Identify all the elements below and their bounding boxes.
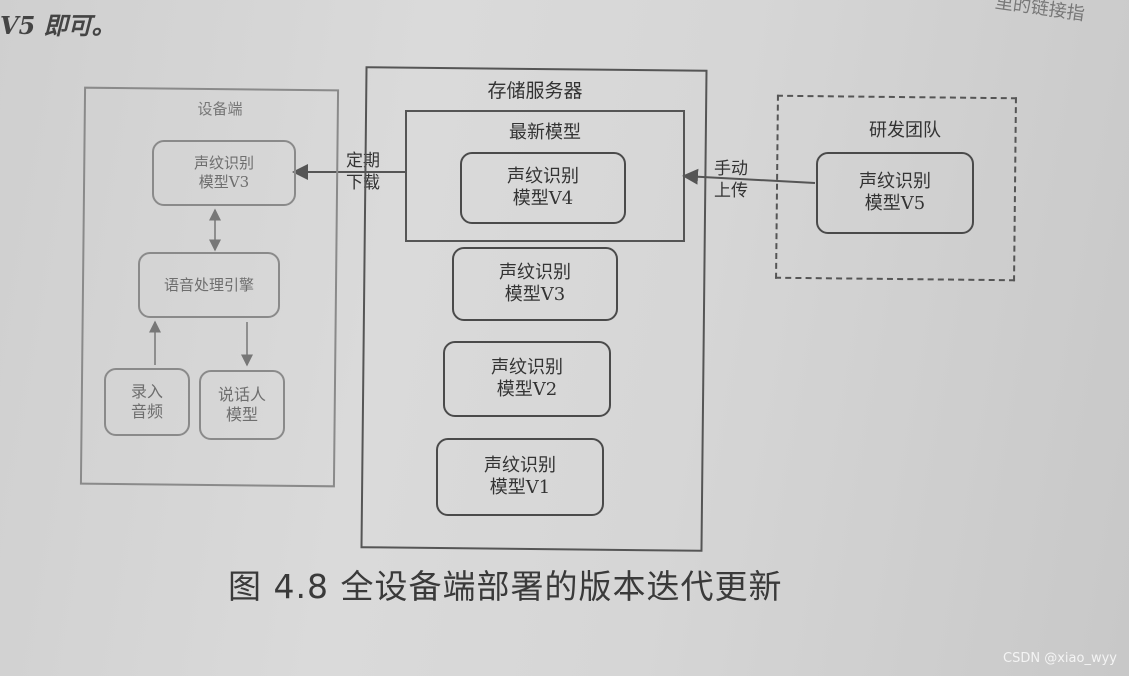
v2-line1: 声纹识别 (491, 356, 563, 378)
v2-line2: 模型V2 (496, 379, 558, 400)
device-model-v3: 声纹识别 模型V3 (152, 140, 296, 206)
figure-caption: 图 4.8 全设备端部署的版本迭代更新 (228, 567, 783, 606)
model-v3: 声纹识别 模型V3 (452, 247, 618, 321)
latest-title: 最新模型 (509, 122, 581, 143)
watermark: CSDN @xiao_wyy (1003, 651, 1117, 666)
team-title: 研发团队 (869, 120, 941, 141)
speech-engine-label: 语音处理引擎 (163, 275, 254, 294)
speaker-line1: 说话人 (217, 385, 266, 404)
model-v1: 声纹识别 模型V1 (436, 438, 604, 516)
model-v2: 声纹识别 模型V2 (443, 341, 611, 417)
v4-line2: 模型V4 (512, 188, 574, 209)
device-model-line1: 声纹识别 (193, 154, 254, 173)
audio-line1: 录入 (130, 382, 163, 401)
v3-line1: 声纹识别 (499, 261, 571, 283)
storage-title: 存储服务器 (487, 80, 583, 102)
device-model-line2: 模型V3 (198, 173, 250, 191)
v3-line2: 模型V3 (504, 284, 566, 305)
header-fragment: V5 即可。 (0, 11, 116, 40)
v1-line2: 模型V1 (489, 477, 551, 498)
upload-line1: 手动 (714, 159, 748, 179)
speaker-line2: 模型 (225, 405, 258, 424)
v1-line1: 声纹识别 (484, 454, 556, 476)
v4-line1: 声纹识别 (507, 165, 579, 187)
latest-model-panel (405, 110, 685, 242)
speech-engine: 语音处理引擎 (138, 252, 280, 318)
speaker-model: 说话人 模型 (199, 370, 285, 440)
upload-line2: 上传 (714, 181, 748, 202)
download-line1: 定期 (346, 151, 380, 171)
device-title: 设备端 (197, 100, 243, 118)
model-v4: 声纹识别 模型V4 (460, 152, 626, 224)
v5-line1: 声纹识别 (859, 170, 931, 192)
download-line2: 下载 (346, 173, 380, 194)
download-label: 定期 下载 (338, 150, 388, 194)
audio-line2: 音频 (130, 402, 163, 421)
v5-line2: 模型V5 (864, 193, 926, 214)
audio-input: 录入 音频 (104, 368, 190, 436)
model-v5: 声纹识别 模型V5 (816, 152, 974, 234)
upload-label: 手动 上传 (706, 158, 756, 202)
upload-arrow (682, 168, 816, 185)
